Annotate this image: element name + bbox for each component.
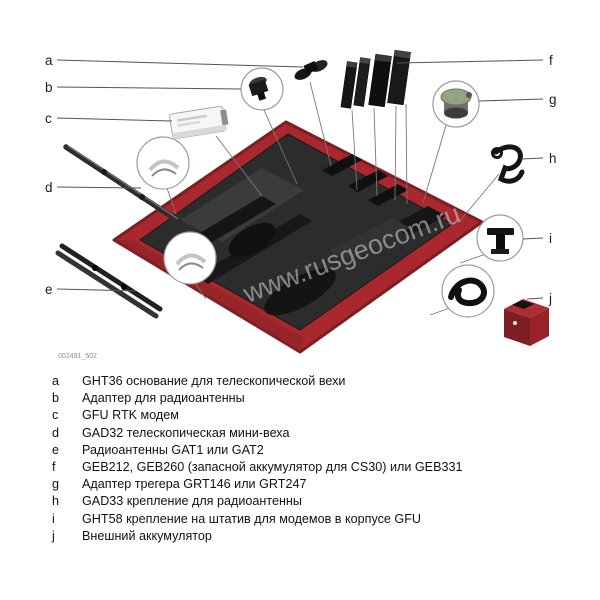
callout-letter-f: f	[549, 53, 553, 68]
item-j-external-battery	[441, 264, 549, 346]
legend-row-f: f GEB212, GEB260 (запасной аккумулятор д…	[0, 459, 600, 476]
foam-cutout	[228, 222, 276, 258]
foam-raised-area	[330, 218, 410, 260]
legend-key: a	[52, 374, 60, 388]
callout-letters: a b c d e f g h i j	[45, 53, 557, 306]
callout-letter-h: h	[549, 151, 557, 166]
legend-row-j: j Внешний аккумулятор	[0, 528, 600, 545]
callout-letter-b: b	[45, 80, 53, 95]
item-g-carrier-adapter	[432, 80, 480, 128]
callout-letter-j: j	[548, 291, 552, 306]
callout-letter-i: i	[549, 231, 552, 246]
item-h-antenna-mount	[491, 144, 525, 184]
legend-text: GAD32 телескопическая мини-веха	[82, 425, 290, 440]
callout-letter-d: d	[45, 180, 53, 195]
legend-row-c: c GFU RTK модем	[0, 407, 600, 424]
legend-key: d	[52, 425, 60, 440]
legend-text: GAD33 крепление для радиоантенны	[82, 494, 302, 509]
legend-text: Адаптер для радиоантенны	[82, 391, 245, 406]
foam-raised-area	[180, 168, 304, 242]
legend-text: Внешний аккумулятор	[82, 528, 212, 543]
legend-key: e	[52, 442, 60, 457]
legend: a GHT36 основание для телескопической ве…	[0, 373, 600, 545]
legend-row-e: e Радиоантенны GAT1 или GAT2	[0, 442, 600, 459]
item-c-gfu-modem	[169, 105, 229, 140]
equipment-case-diagram: a b c d e f g h i j 002491_502 www.rusge…	[45, 49, 557, 360]
legend-key: c	[52, 408, 59, 423]
item-d-mini-pole	[63, 144, 183, 225]
legend-text: GFU RTK модем	[82, 408, 179, 423]
callout-letter-c: c	[45, 111, 52, 126]
case-shadow-edge	[114, 240, 304, 352]
callout-lines	[56, 59, 544, 300]
foam-slot	[322, 154, 362, 176]
item-e-radio-antennas	[55, 243, 163, 319]
item-b-antenna-adapter	[240, 67, 284, 111]
foam-cutout	[264, 268, 336, 316]
transport-case	[112, 120, 484, 354]
legend-text: GHT36 основание для телескопической вехи	[82, 374, 346, 388]
item-i-tripod-mount	[476, 214, 524, 262]
detail-circle-d	[136, 136, 190, 190]
callout-letter-a: a	[45, 53, 53, 68]
legend-row-h: h GAD33 крепление для радиоантенны	[0, 493, 600, 510]
legend-key: g	[52, 477, 60, 492]
figure-code: 002491_502	[58, 353, 97, 360]
legend-key: h	[52, 494, 60, 509]
legend-text: GHT58 крепление на штатив для модемов в …	[82, 511, 421, 526]
item-a-pole-base	[294, 60, 328, 80]
legend-text: Радиоантенны GAT1 или GAT2	[82, 442, 264, 457]
legend-row-g: g Адаптер трегера GRT146 или GRT247	[0, 476, 600, 493]
foam-slot	[368, 184, 408, 206]
item-f-batteries	[340, 49, 411, 109]
legend-key: f	[52, 459, 56, 474]
legend-row-a: a GHT36 основание для телескопической ве…	[0, 373, 600, 390]
callout-letter-g: g	[549, 92, 557, 107]
legend-row-i: i GHT58 крепление на штатив для модемов …	[0, 511, 600, 528]
item-connector-lines	[166, 81, 500, 316]
foam-slot	[348, 170, 388, 192]
legend-row-b: b Адаптер для радиоантенны	[0, 390, 600, 407]
legend-key: b	[52, 391, 60, 406]
callout-letter-e: e	[45, 282, 53, 297]
detail-circle-e	[163, 231, 217, 285]
legend-text: Адаптер трегера GRT146 или GRT247	[82, 477, 307, 492]
legend-text: GEB212, GEB260 (запасной аккумулятор для…	[82, 459, 463, 474]
legend-key: i	[52, 511, 55, 526]
legend-key: j	[52, 528, 55, 543]
legend-row-d: d GAD32 телескопическая мини-веха	[0, 425, 600, 442]
